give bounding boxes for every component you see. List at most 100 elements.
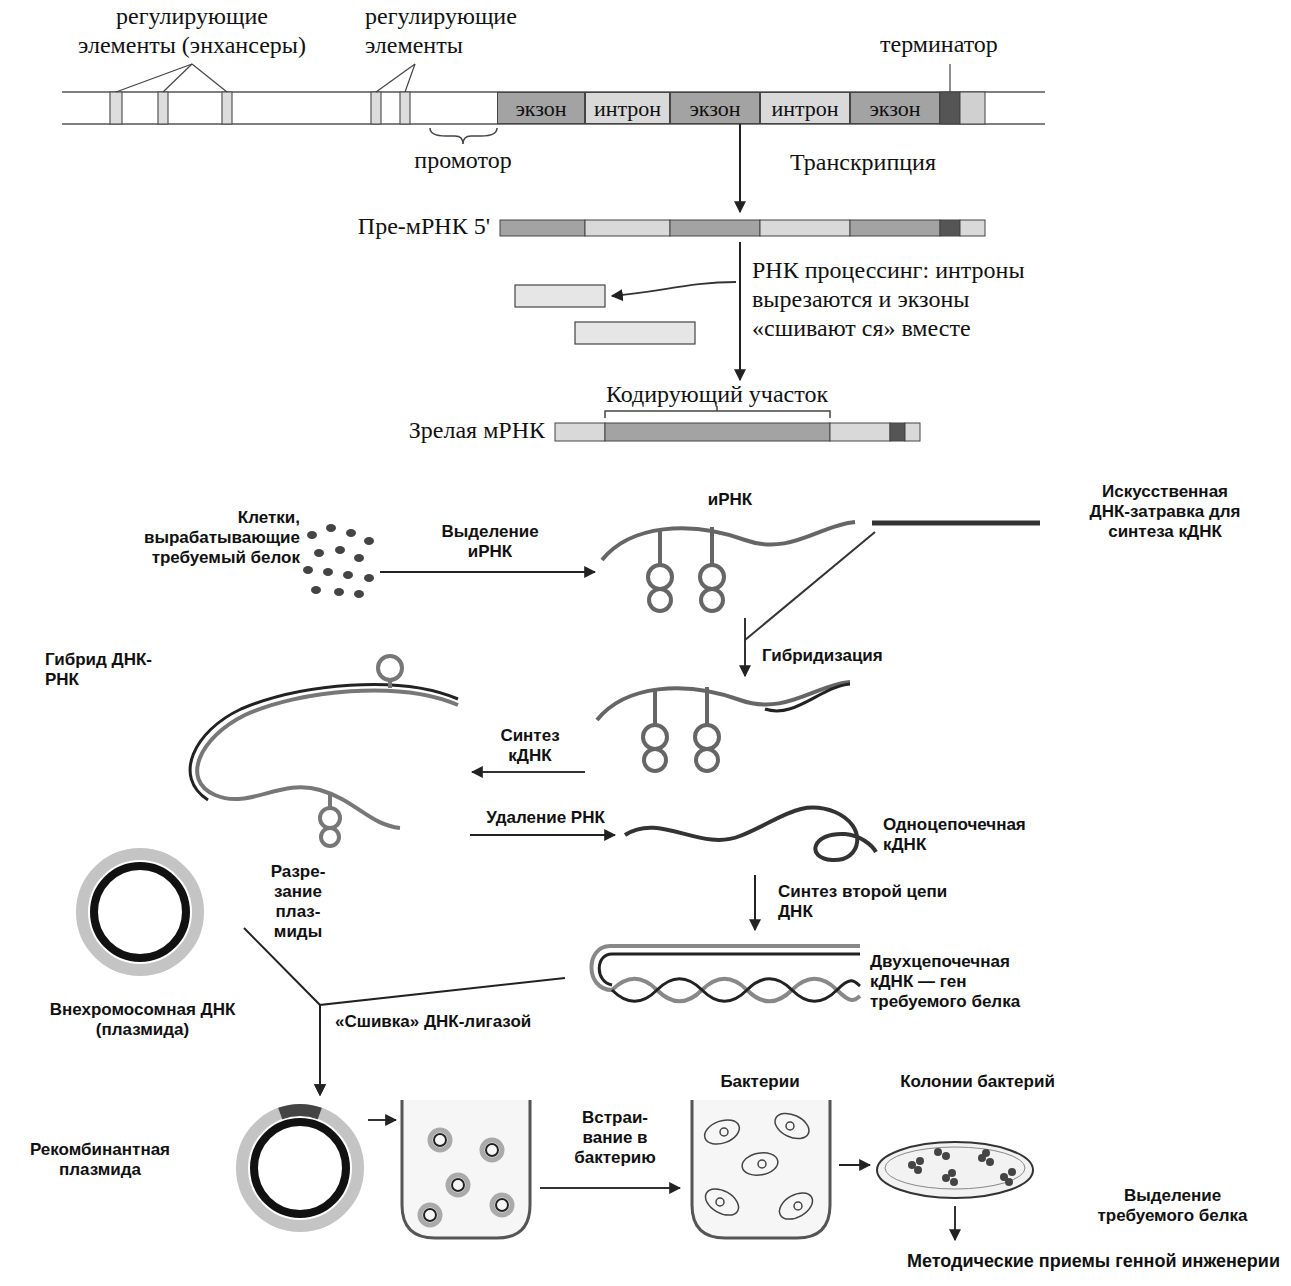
dna-rna-hybrid <box>378 656 402 680</box>
excised-intron <box>515 285 605 307</box>
hybridized-mrna <box>597 682 850 771</box>
plasmid-ring <box>94 866 186 958</box>
plasmid-tube <box>430 1130 450 1150</box>
cell-cluster <box>364 574 374 582</box>
leader-line <box>163 64 192 92</box>
pre-mrna-band <box>960 220 985 236</box>
hybridized-mrna <box>644 749 666 771</box>
step-label: Гибридизация <box>762 646 922 666</box>
pre-mrna-band <box>585 220 670 236</box>
pre-mrna-band <box>850 220 940 236</box>
enhancer-element <box>110 92 122 124</box>
petri-dish <box>942 1152 950 1160</box>
plasmid-figure: Внехромосомная ДНК (плазмида) <box>45 848 244 1070</box>
exon-band: экзон <box>850 92 940 124</box>
plasmid-tube <box>448 1175 468 1195</box>
plasmid-ring <box>82 854 198 970</box>
bacteria-tube <box>775 1187 817 1224</box>
merge-line <box>745 532 875 640</box>
cell-cluster <box>303 524 374 598</box>
mrna-molecule <box>648 565 672 589</box>
dna-rna-hybrid <box>328 793 332 808</box>
plasmid-tube <box>402 1100 530 1238</box>
plasmid-ring <box>82 854 198 970</box>
step-label: Синтез кДНК <box>490 726 570 766</box>
mrna-molecule <box>602 522 855 560</box>
hybridized-mrna <box>765 684 850 711</box>
step-label: Выделение иРНК <box>420 522 560 562</box>
band-label: экзон <box>515 96 566 121</box>
pre-mrna-band <box>500 220 985 236</box>
cell-group: Клетки, вырабатывающие требуемый белок <box>130 500 380 600</box>
cell-cluster <box>314 549 324 557</box>
step-label: Разре- зание плаз- миды <box>266 862 330 942</box>
cell-cluster <box>343 571 353 579</box>
hybridized-mrna <box>705 687 709 725</box>
petri-dish <box>885 1147 1025 1189</box>
bacteria-tube <box>701 1183 743 1220</box>
mrna-molecule <box>701 589 723 611</box>
process-arrow <box>839 1164 870 1166</box>
band-label: экзон <box>689 96 740 121</box>
enhancer-element <box>158 92 168 124</box>
mature-mrna-band <box>605 423 830 441</box>
enhancer-element <box>400 92 410 124</box>
plasmid-tube <box>452 1179 464 1191</box>
hybridized-mrna <box>695 725 719 749</box>
process-arrow <box>470 834 615 836</box>
promoter-bracket <box>430 128 497 144</box>
cell-cluster <box>354 554 364 562</box>
plasmid-tube <box>496 1199 508 1211</box>
bacteria-tube <box>692 1100 830 1238</box>
leader-line <box>116 64 192 92</box>
single-strand-figure: Одноцепочечная кДНК <box>615 795 1085 875</box>
enhancer-element <box>222 92 232 124</box>
bacteria-tube <box>716 1198 724 1206</box>
node-label: Двухцепочечная кДНК — ген требуемого бел… <box>870 952 1045 1012</box>
step-label: «Сшивка» ДНК-лигазой <box>335 1012 565 1032</box>
pre-mrna-band <box>670 220 760 236</box>
plasmid-tube <box>486 1144 498 1156</box>
bacteria-tube <box>794 1202 802 1210</box>
step-label: Выделение требуемого белка <box>1085 1186 1260 1226</box>
mature-mrna-band <box>555 423 605 441</box>
figure-caption: Методические приемы генной инженерии <box>790 1250 1280 1272</box>
dna-rna-hybrid <box>320 808 340 828</box>
petri-dish <box>982 1149 990 1157</box>
recombinant-plasmid-ring <box>254 1122 346 1214</box>
plasmid-tube <box>424 1209 436 1221</box>
bacteria-tube <box>771 1108 813 1143</box>
bacteria-tube <box>786 1122 794 1130</box>
recombinant-plasmid-ring <box>242 1110 358 1226</box>
enhancer-element <box>110 92 410 124</box>
cell-cluster <box>346 529 356 537</box>
cell-cluster <box>354 590 364 598</box>
node-label: Бактерии <box>685 1072 835 1092</box>
mrna-molecule <box>658 531 662 565</box>
step-label: Транскрипция <box>790 148 1020 177</box>
gene-tail <box>940 92 985 124</box>
exon-band: экзон <box>497 92 585 124</box>
annotation-label: терминатор <box>880 30 1050 59</box>
pre-mrna: Пре-мРНК 5' <box>290 212 985 242</box>
node-label: Гибрид ДНК-РНК <box>45 650 165 690</box>
cell-cluster <box>303 566 313 574</box>
double-strand-cdna <box>612 979 860 1002</box>
mature-mrna-band <box>555 423 920 441</box>
hybridized-mrna <box>653 691 657 725</box>
plasmid-tube <box>420 1205 440 1225</box>
hybridized-mrna <box>597 682 850 720</box>
double-strand-cdna <box>591 946 860 1001</box>
node-label: Кодирующий участок <box>557 380 877 408</box>
petri-dish <box>1005 1178 1013 1186</box>
pre-mrna-band <box>760 220 850 236</box>
plasmid-tube <box>482 1140 502 1160</box>
petri-dish <box>877 1142 1033 1198</box>
dna-rna-hybrid <box>190 685 458 800</box>
process-arrow <box>739 124 741 212</box>
step-label: Встраи- вание в бактерию <box>565 1108 665 1168</box>
dna-rna-hybrid <box>190 656 458 846</box>
leader-line <box>192 64 227 92</box>
petri-dish <box>986 1158 994 1166</box>
